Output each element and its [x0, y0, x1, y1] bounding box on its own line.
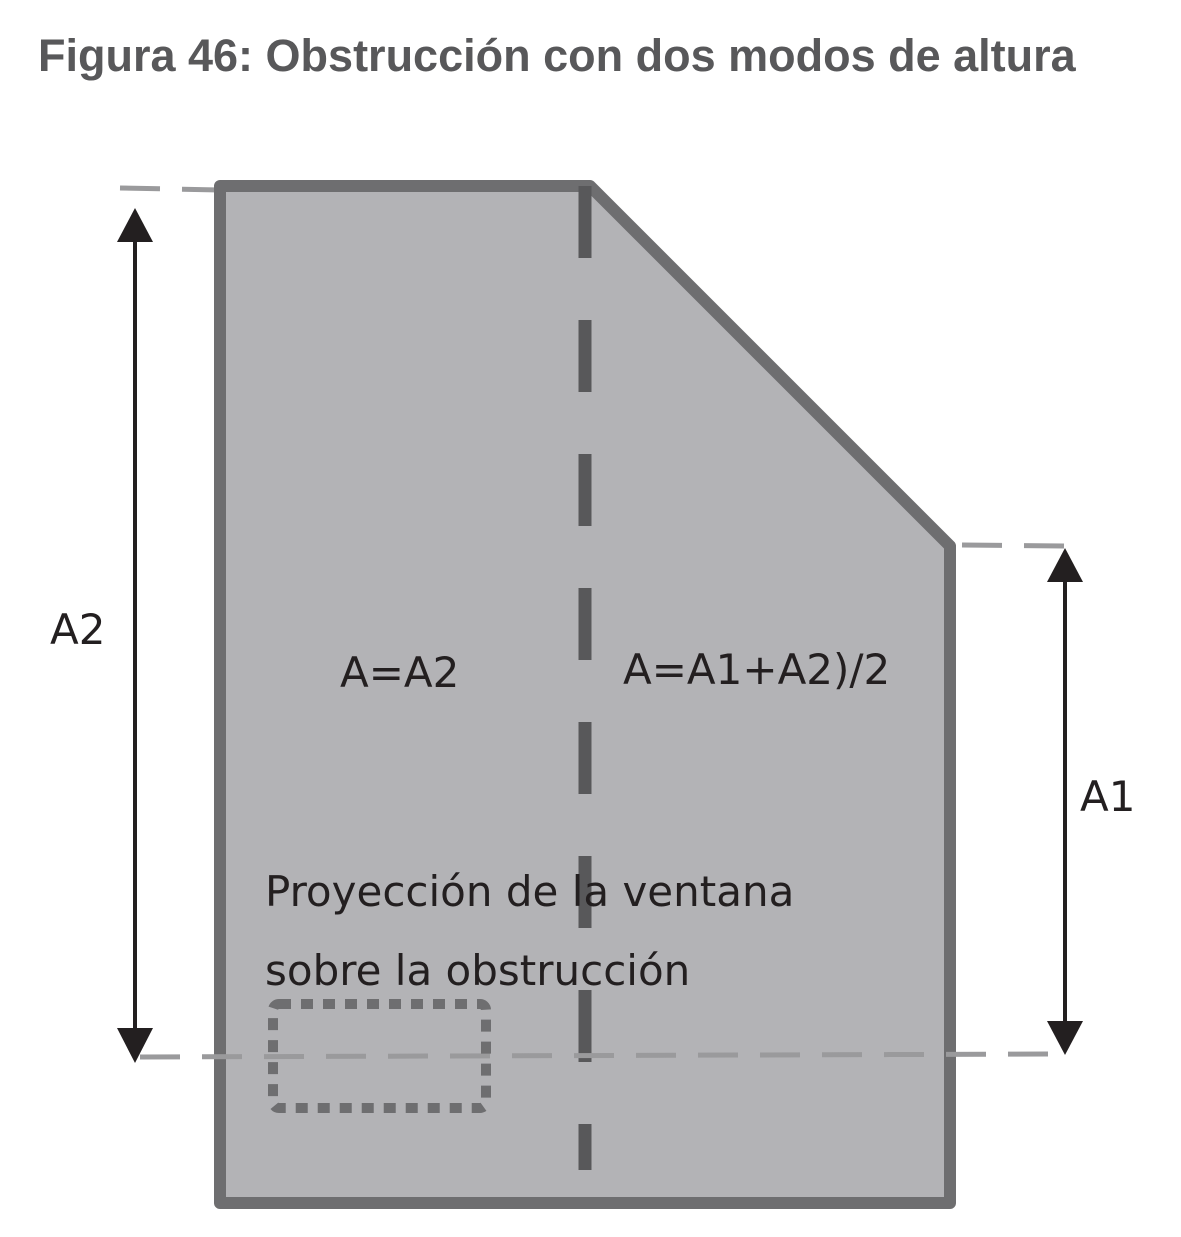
- bottom-reference-dash: [139, 1051, 1061, 1060]
- obstruction-shape: [214, 180, 956, 1209]
- top-reference-dash: [119, 185, 221, 193]
- a1-arrowhead-top: [1047, 548, 1083, 582]
- figure-title: Figura 46: Obstrucción con dos modos de …: [38, 30, 1076, 81]
- right-reference-dash: [961, 542, 1066, 549]
- a1-arrowhead-bottom: [1047, 1021, 1083, 1055]
- a2-arrowhead-top: [117, 208, 153, 242]
- right-region-label: A=A1+A2)/2: [623, 645, 890, 694]
- window-projection-label-line1: Proyección de la ventana: [265, 867, 794, 916]
- window-projection-label-line2: sobre la obstrucción: [265, 946, 690, 995]
- a1-label: A1: [1080, 772, 1135, 821]
- left-region-label: A=A2: [340, 648, 459, 697]
- a2-label: A2: [50, 605, 105, 654]
- a2-arrowhead-bottom: [117, 1028, 153, 1063]
